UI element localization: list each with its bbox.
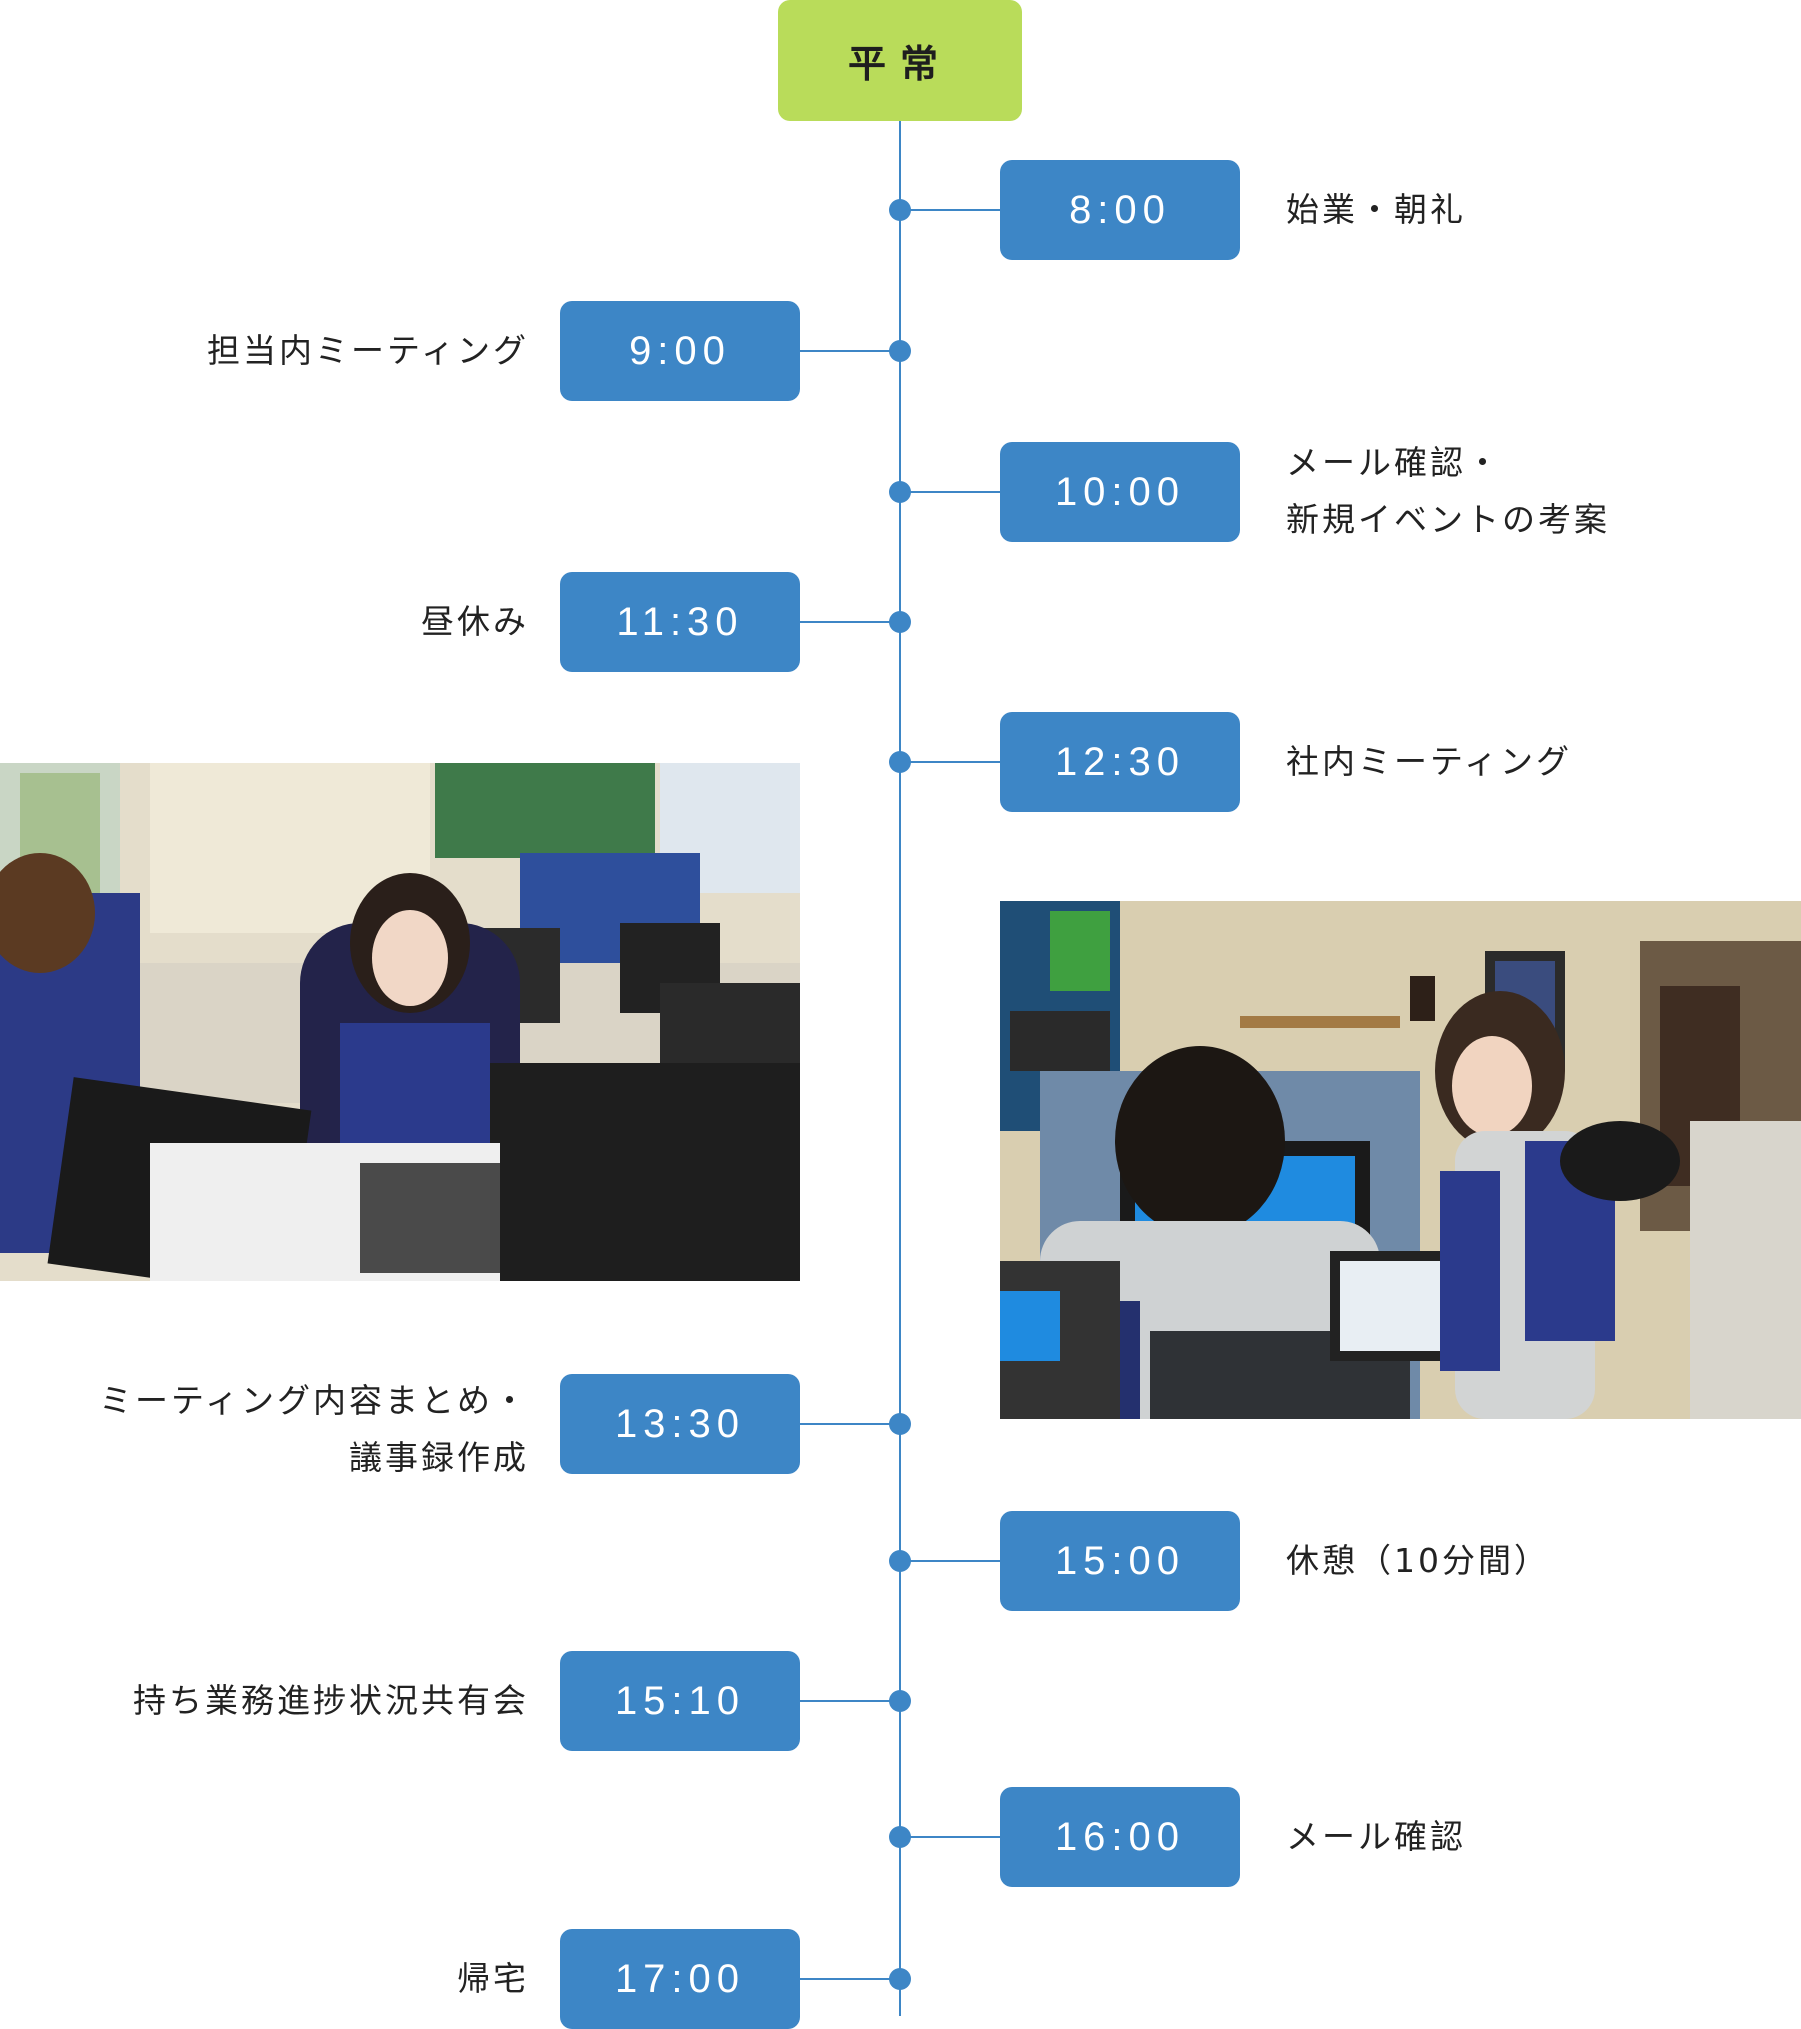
- timeline-connector: [800, 1423, 900, 1425]
- timeline-dot: [889, 1826, 911, 1848]
- timeline-dot: [889, 481, 911, 503]
- schedule-label: 帰宅: [457, 1950, 529, 2007]
- schedule-label: 始業・朝礼: [1286, 181, 1466, 238]
- timeline-dot: [889, 199, 911, 221]
- schedule-label-line: メール確認・: [1286, 443, 1502, 482]
- schedule-label: 担当内ミーティング: [207, 322, 529, 379]
- timeline-dot: [889, 611, 911, 633]
- timeline-axis: [899, 121, 901, 2016]
- timeline-connector: [900, 1836, 1000, 1838]
- schedule-label-line: メール確認: [1286, 1817, 1466, 1856]
- time-badge: 9:00: [560, 301, 800, 401]
- schedule-label: 昼休み: [421, 593, 529, 650]
- timeline-dot: [889, 340, 911, 362]
- schedule-label: 持ち業務進捗状況共有会: [133, 1672, 529, 1729]
- office-photo-conversation: [1000, 901, 1801, 1419]
- timeline-connector: [800, 1978, 900, 1980]
- time-badge: 15:00: [1000, 1511, 1240, 1611]
- schedule-label-line: 昼休み: [421, 602, 529, 641]
- header-title: 平常: [778, 0, 1022, 121]
- timeline-connector: [900, 491, 1000, 493]
- timeline-connector: [800, 1700, 900, 1702]
- time-badge: 17:00: [560, 1929, 800, 2029]
- timeline-connector: [800, 350, 900, 352]
- time-badge: 16:00: [1000, 1787, 1240, 1887]
- timeline-connector: [800, 621, 900, 623]
- schedule-label: 社内ミーティング: [1286, 733, 1572, 790]
- schedule-label-line: ミーティング内容まとめ・: [98, 1381, 529, 1420]
- time-badge: 12:30: [1000, 712, 1240, 812]
- schedule-label: 休憩（10分間）: [1286, 1532, 1550, 1589]
- timeline-connector: [900, 1560, 1000, 1562]
- schedule-label-line: 持ち業務進捗状況共有会: [133, 1681, 529, 1720]
- schedule-label: ミーティング内容まとめ・ 議事録作成: [99, 1372, 529, 1486]
- schedule-label: メール確認・ 新規イベントの考案: [1286, 434, 1610, 548]
- timeline-dot: [889, 1413, 911, 1435]
- timeline-dot: [889, 1690, 911, 1712]
- schedule-label-line: 休憩（10分間）: [1286, 1541, 1550, 1580]
- timeline-dot: [889, 1550, 911, 1572]
- schedule-label-line: 帰宅: [457, 1959, 529, 1998]
- time-badge: 8:00: [1000, 160, 1240, 260]
- schedule-label: メール確認: [1286, 1808, 1466, 1865]
- time-badge: 13:30: [560, 1374, 800, 1474]
- schedule-label-line: 議事録作成: [349, 1438, 529, 1477]
- timeline-dot: [889, 751, 911, 773]
- timeline-connector: [900, 209, 1000, 211]
- timeline-connector: [900, 761, 1000, 763]
- schedule-label-line: 社内ミーティング: [1286, 742, 1573, 781]
- time-badge: 11:30: [560, 572, 800, 672]
- schedule-label-line: 担当内ミーティング: [206, 331, 529, 370]
- office-photo-desks: [0, 763, 800, 1281]
- time-badge: 15:10: [560, 1651, 800, 1751]
- schedule-label-line: 新規イベントの考案: [1286, 500, 1610, 539]
- time-badge: 10:00: [1000, 442, 1240, 542]
- schedule-label-line: 始業・朝礼: [1286, 190, 1466, 229]
- timeline-dot: [889, 1968, 911, 1990]
